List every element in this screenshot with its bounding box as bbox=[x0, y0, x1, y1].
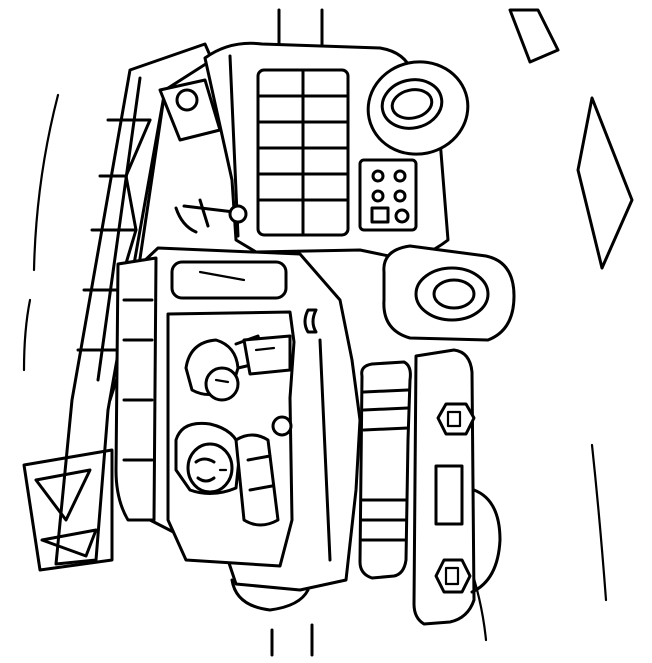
road-markings bbox=[508, 8, 634, 270]
license-plate bbox=[434, 464, 464, 526]
front-bumper bbox=[358, 348, 476, 626]
firefighters bbox=[174, 334, 293, 527]
cab bbox=[114, 246, 362, 592]
headlight-top bbox=[436, 402, 476, 436]
lower-tire bbox=[230, 488, 502, 612]
hose-fitting bbox=[174, 198, 248, 234]
firefighter-front bbox=[174, 415, 293, 527]
firefighter-back bbox=[184, 334, 292, 402]
control-panel bbox=[358, 158, 418, 232]
road-lines bbox=[22, 8, 608, 657]
hood-grille bbox=[256, 68, 350, 237]
headlight-bottom bbox=[434, 558, 472, 594]
front-wheel bbox=[382, 244, 516, 342]
rear-wheel bbox=[366, 60, 470, 156]
